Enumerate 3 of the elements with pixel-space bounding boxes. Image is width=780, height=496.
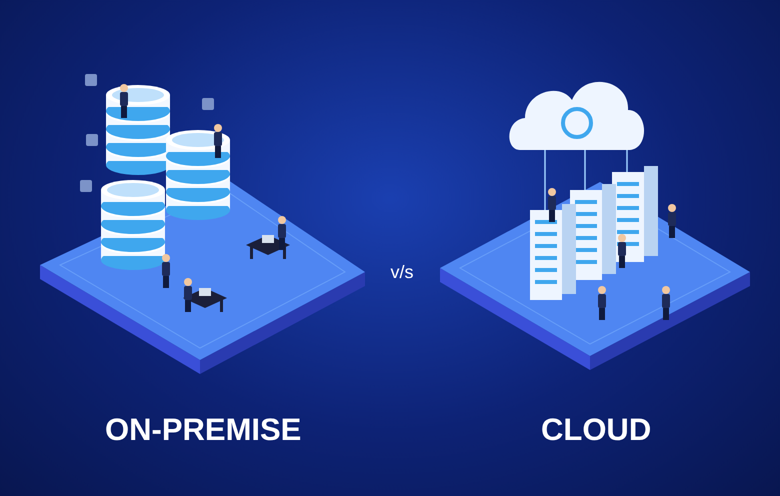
versus-label: v/s <box>390 262 414 282</box>
cloud-title: CLOUD <box>541 412 652 448</box>
on-premise-title: ON-PREMISE <box>105 412 302 448</box>
